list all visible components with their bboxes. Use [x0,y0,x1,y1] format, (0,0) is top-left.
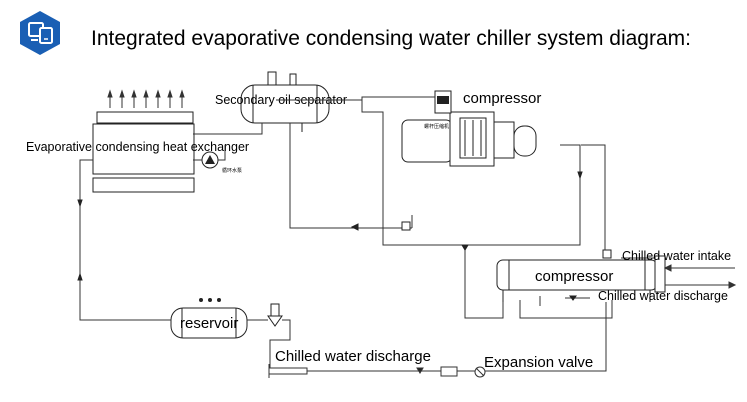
compressor-evaporator-label: compressor [535,268,613,285]
svg-text:螺杆压缩机: 螺杆压缩机 [424,123,449,130]
reservoir-tank [170,298,283,339]
reservoir-label: reservoir [180,315,238,332]
chilled-water-intake-label: Chilled water intake [622,249,731,263]
diagram-badge-icon [20,11,60,55]
page-title: Integrated evaporative condensing water … [91,27,691,50]
svg-text:循环水泵: 循环水泵 [222,167,242,174]
evaporator [496,249,666,302]
compressor-top-label: compressor [463,90,541,107]
chilled-water-discharge-right-label: Chilled water discharge [598,289,728,303]
evaporative-heat-exchanger-label: Evaporative condensing heat exchanger [26,140,249,154]
compressor-unit: 螺杆压缩机 [401,90,537,167]
piping [79,96,613,372]
secondary-oil-separator [240,71,330,132]
evaporative-heat-exchanger: 循环水泵 [92,89,242,193]
chilled-water-discharge-bottom-label: Chilled water discharge [275,348,431,365]
expansion-valve-label: Expansion valve [484,354,593,371]
